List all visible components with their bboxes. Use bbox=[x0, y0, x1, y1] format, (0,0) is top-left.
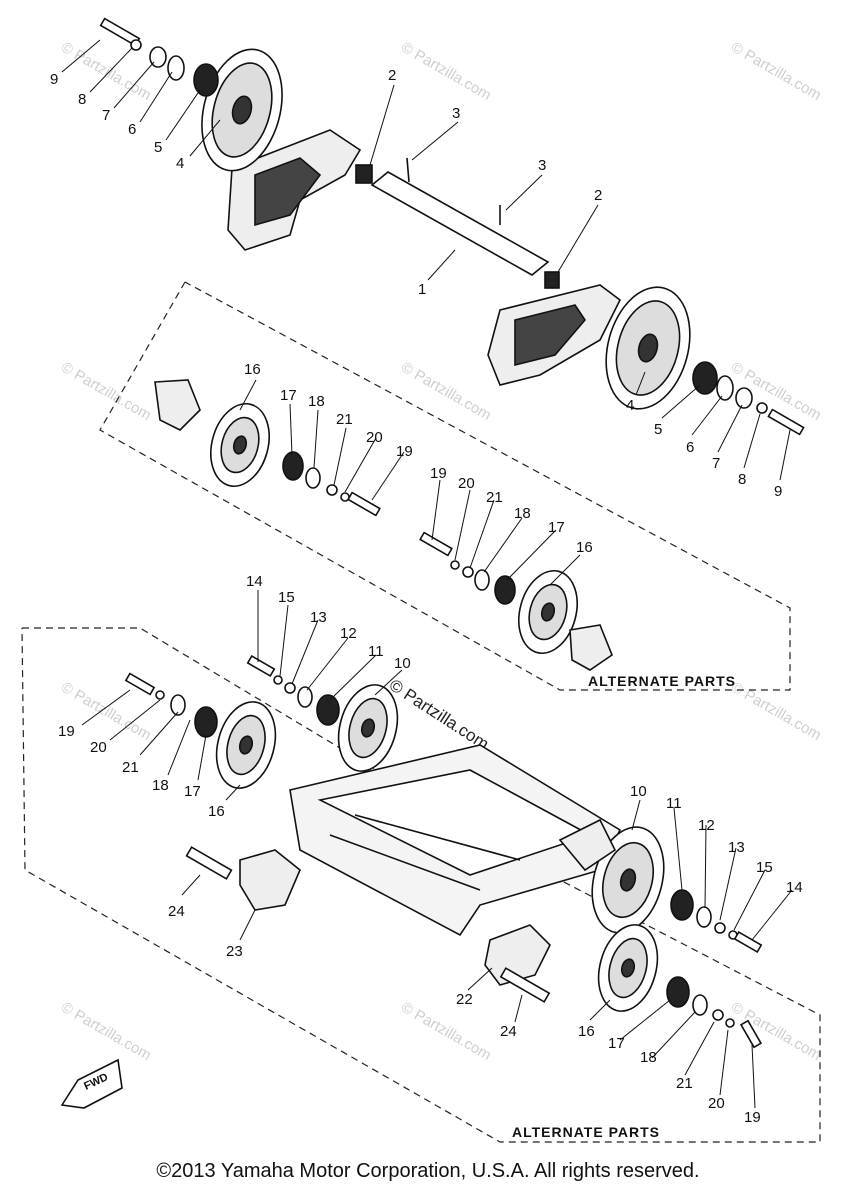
callout-17: 17 bbox=[608, 1035, 625, 1052]
callout-2: 2 bbox=[594, 187, 602, 204]
callout-15: 15 bbox=[278, 589, 295, 606]
callout-1: 1 bbox=[418, 281, 426, 298]
fwd-arrow-icon: FWD bbox=[60, 1058, 123, 1109]
lower-frame-assembly bbox=[124, 654, 763, 1049]
callout-7: 7 bbox=[712, 455, 720, 472]
callout-13: 13 bbox=[310, 609, 327, 626]
callout-7: 7 bbox=[102, 107, 110, 124]
callout-5: 5 bbox=[154, 139, 162, 156]
callout-17: 17 bbox=[184, 783, 201, 800]
middle-alternate-assembly bbox=[154, 379, 613, 671]
callout-10: 10 bbox=[394, 655, 411, 672]
callout-20: 20 bbox=[708, 1095, 725, 1112]
callout-9: 9 bbox=[50, 71, 58, 88]
callout-6: 6 bbox=[128, 121, 136, 138]
callout-12: 12 bbox=[340, 625, 357, 642]
callout-4: 4 bbox=[626, 397, 634, 414]
callout-19: 19 bbox=[430, 465, 447, 482]
callout-17: 17 bbox=[548, 519, 565, 536]
callout-8: 8 bbox=[78, 91, 86, 108]
callout-5: 5 bbox=[654, 421, 662, 438]
copyright-notice: ©2013 Yamaha Motor Corporation, U.S.A. A… bbox=[156, 1160, 700, 1182]
watermark: © Partzilla.com bbox=[728, 999, 824, 1064]
callout-24: 24 bbox=[168, 903, 185, 920]
watermark: © Partzilla.com bbox=[398, 39, 494, 104]
callout-6: 6 bbox=[686, 439, 694, 456]
callout-15: 15 bbox=[756, 859, 773, 876]
callout-4: 4 bbox=[176, 155, 184, 172]
callout-labels: 9 8 7 6 5 4 2 3 3 2 1 4 5 6 7 8 9 16 17 … bbox=[50, 67, 803, 1126]
middle-left-bracket bbox=[154, 379, 201, 431]
watermark: © Partzilla.com bbox=[58, 359, 154, 424]
alternate-parts-label: ALTERNATE PARTS bbox=[588, 673, 736, 689]
bolt-24-right bbox=[499, 967, 551, 1003]
watermark: © Partzilla.com bbox=[728, 679, 824, 744]
callout-18: 18 bbox=[640, 1049, 657, 1066]
callout-10: 10 bbox=[630, 783, 647, 800]
bracket-22 bbox=[484, 924, 551, 986]
watermark: © Partzilla.com bbox=[398, 359, 494, 424]
callout-14: 14 bbox=[246, 573, 263, 590]
alternate-parts-boxes bbox=[21, 281, 821, 1143]
upper-axle-assembly bbox=[99, 17, 805, 436]
bolt-24-left bbox=[185, 846, 233, 880]
callout-21: 21 bbox=[676, 1075, 693, 1092]
callout-13: 13 bbox=[728, 839, 745, 856]
callout-16: 16 bbox=[576, 539, 593, 556]
callout-21: 21 bbox=[486, 489, 503, 506]
callout-17: 17 bbox=[280, 387, 297, 404]
callout-9: 9 bbox=[774, 483, 782, 500]
watermark: © Partzilla.com bbox=[58, 999, 154, 1064]
callout-16: 16 bbox=[244, 361, 261, 378]
callout-16: 16 bbox=[208, 803, 225, 820]
callout-12: 12 bbox=[698, 817, 715, 834]
axle-tube bbox=[370, 171, 550, 276]
middle-right-bracket bbox=[569, 624, 613, 671]
bracket-23 bbox=[239, 849, 301, 911]
callout-11: 11 bbox=[666, 795, 682, 812]
callout-23: 23 bbox=[226, 943, 243, 960]
watermark: © Partzilla.com bbox=[398, 999, 494, 1064]
callout-18: 18 bbox=[308, 393, 325, 410]
callout-16: 16 bbox=[578, 1023, 595, 1040]
callout-19: 19 bbox=[396, 443, 413, 460]
callout-22: 22 bbox=[456, 991, 473, 1008]
callout-19: 19 bbox=[744, 1109, 761, 1126]
alternate-parts-label: ALTERNATE PARTS bbox=[512, 1124, 660, 1140]
callout-18: 18 bbox=[514, 505, 531, 522]
callout-3: 3 bbox=[452, 105, 460, 122]
callout-20: 20 bbox=[366, 429, 383, 446]
callout-11: 11 bbox=[368, 643, 384, 660]
callout-21: 21 bbox=[336, 411, 353, 428]
callout-3: 3 bbox=[538, 157, 546, 174]
watermark: © Partzilla.com bbox=[728, 39, 824, 104]
callout-19: 19 bbox=[58, 723, 75, 740]
callout-20: 20 bbox=[90, 739, 107, 756]
callout-18: 18 bbox=[152, 777, 169, 794]
callout-21: 21 bbox=[122, 759, 139, 776]
callout-14: 14 bbox=[786, 879, 803, 896]
callout-2: 2 bbox=[388, 67, 396, 84]
alternate-box-lower bbox=[21, 627, 821, 1143]
callout-8: 8 bbox=[738, 471, 746, 488]
callout-24: 24 bbox=[500, 1023, 517, 1040]
watermark-center: © Partzilla.com bbox=[386, 675, 492, 753]
leader-lines bbox=[61, 39, 793, 1109]
callout-20: 20 bbox=[458, 475, 475, 492]
